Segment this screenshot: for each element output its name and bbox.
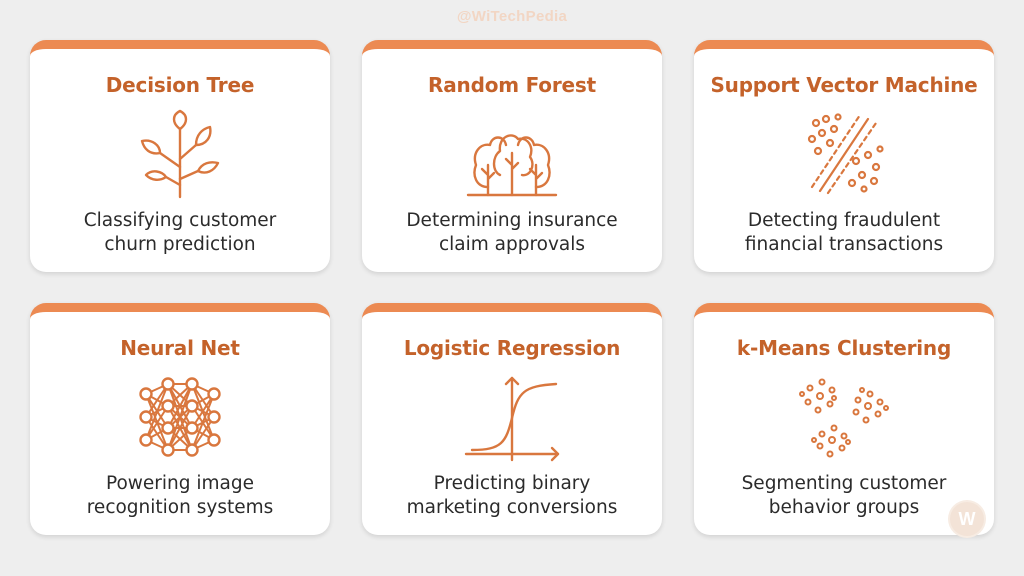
card-description: Predicting binary marketing conversions — [372, 472, 652, 520]
card-description: Classifying customer churn prediction — [40, 209, 320, 257]
svm-hyperplane-icon — [794, 109, 894, 199]
card-logistic-regression: Logistic Regression Predicting binary ma… — [362, 303, 662, 535]
card-title: Neural Net — [120, 336, 240, 360]
card-title: Decision Tree — [105, 73, 255, 97]
description-line: recognition systems — [86, 497, 274, 518]
description-line: claim approvals — [438, 234, 586, 255]
card-description: Powering image recognition systems — [40, 472, 320, 520]
sigmoid-curve-icon — [462, 372, 562, 462]
witechpedia-logo-icon: W — [950, 502, 984, 536]
watermark: @WiTechPedia — [456, 8, 568, 25]
description-line: Detecting fraudulent — [747, 210, 941, 231]
description-line: Powering image — [105, 473, 255, 494]
card-description: Segmenting customer behavior groups — [704, 472, 984, 520]
card-title: Logistic Regression — [403, 336, 621, 360]
card-decision-tree: Decision Tree Classifying customer churn… — [30, 40, 330, 272]
description-line: Determining insurance — [406, 210, 618, 231]
card-title: Support Vector Machine — [710, 73, 978, 97]
tree-sprout-icon — [130, 109, 230, 199]
card-neural-net: Neural Net Powering ima — [30, 303, 330, 535]
card-description: Determining insurance claim approvals — [372, 209, 652, 257]
card-title: k-Means Clustering — [736, 336, 952, 360]
description-line: churn prediction — [104, 234, 256, 255]
neural-network-icon — [130, 372, 230, 462]
description-line: Segmenting customer — [741, 473, 947, 494]
forest-icon — [462, 109, 562, 199]
card-k-means-clustering: k-Means Clustering Segmenting customer b… — [694, 303, 994, 535]
description-line: behavior groups — [768, 497, 920, 518]
card-description: Detecting fraudulent financial transacti… — [704, 209, 984, 257]
card-random-forest: Random Forest Determining insurance clai… — [362, 40, 662, 272]
description-line: Predicting binary — [433, 473, 591, 494]
description-line: marketing conversions — [406, 497, 618, 518]
card-title: Random Forest — [428, 73, 596, 97]
description-line: Classifying customer — [83, 210, 277, 231]
description-line: financial transactions — [744, 234, 944, 255]
card-support-vector-machine: Support Vector Machine Detecting fraudul… — [694, 40, 994, 272]
clusters-icon — [794, 372, 894, 462]
